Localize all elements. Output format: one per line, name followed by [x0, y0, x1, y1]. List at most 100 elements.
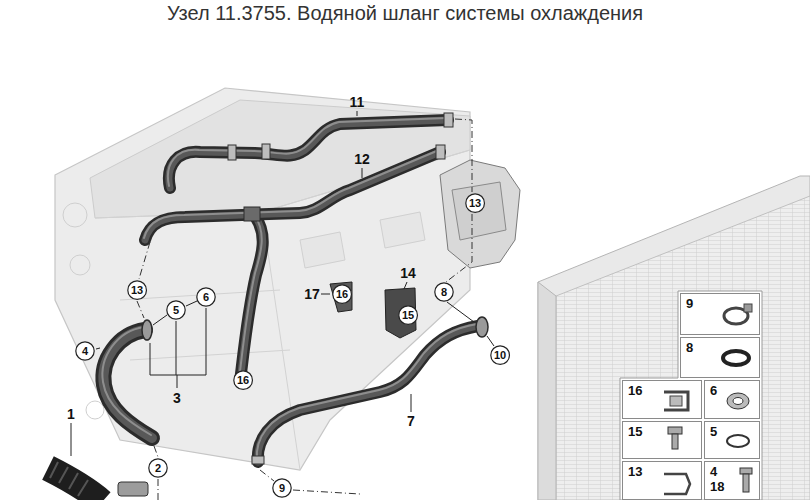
callout-number: 15	[402, 309, 414, 321]
callout-number: 4	[710, 464, 717, 479]
illustration-part	[447, 302, 474, 322]
callout-number: 3	[173, 390, 181, 406]
parts-table	[620, 291, 762, 500]
illustration-part	[668, 427, 682, 434]
callout-number: 11	[350, 94, 365, 110]
illustration-part	[103, 330, 152, 438]
illustration-part	[145, 152, 440, 240]
callout-number: 16	[628, 383, 642, 398]
part-table-cell: 418	[704, 461, 760, 500]
illustration-part	[664, 392, 688, 410]
illustration-part	[362, 168, 363, 178]
callout-circle: 6	[196, 287, 216, 307]
illustration-part	[672, 434, 678, 449]
callout-circle: 16	[332, 284, 352, 304]
illustration-part	[145, 152, 440, 240]
illustration-part	[139, 242, 150, 279]
callout-number: 9	[686, 296, 693, 311]
illustration-part	[538, 176, 810, 500]
illustration-part	[239, 214, 262, 380]
illustration-part	[293, 490, 360, 494]
part-table-cell: 5	[704, 421, 760, 459]
illustration-part	[50, 462, 88, 496]
illustration-part	[154, 446, 158, 457]
callout-number: 14	[400, 265, 416, 281]
brackets	[330, 282, 416, 338]
radiator	[538, 176, 810, 500]
illustration-part	[186, 301, 197, 306]
illustration-part	[740, 468, 752, 474]
illustration-part	[446, 214, 472, 282]
illustration-part	[244, 207, 260, 221]
illustration-part	[556, 196, 810, 500]
engine-block	[55, 88, 470, 470]
callout-ring	[234, 371, 253, 390]
illustration-part	[727, 393, 749, 409]
callout-number: 13	[469, 197, 481, 209]
callout-number: 13	[628, 464, 642, 479]
illustration-part	[436, 145, 445, 159]
illustration-part	[743, 474, 749, 492]
callout-circle: 5	[166, 300, 186, 320]
callout-number: 17	[304, 286, 320, 302]
diagram-title: Узел 11.3755. Водяной шланг системы охла…	[0, 2, 810, 25]
illustration-part	[411, 394, 412, 412]
callout-number: 18	[710, 479, 724, 494]
illustration-part	[404, 282, 407, 289]
illustration-part	[169, 120, 448, 188]
callout-number: 6	[203, 291, 209, 303]
illustration-part	[733, 398, 743, 405]
illustration-part	[744, 304, 752, 312]
hoses	[48, 113, 488, 500]
callout-circle: 2	[148, 458, 168, 478]
illustration-part	[86, 401, 104, 419]
illustration-part	[476, 317, 488, 337]
illustration-part	[444, 113, 453, 127]
illustration-part	[455, 119, 472, 192]
callout-number: 16	[237, 374, 249, 386]
callout-ring	[273, 479, 291, 497]
callout-ring	[197, 288, 215, 306]
illustration-part	[158, 479, 159, 500]
illustration-part	[103, 330, 152, 438]
illustration-part	[727, 435, 749, 447]
thermostat-housing	[440, 160, 520, 268]
illustration-part	[142, 320, 152, 340]
callout-ring	[435, 283, 453, 301]
illustration-part	[440, 160, 520, 268]
illustration-part	[63, 203, 87, 227]
illustration-part	[71, 423, 72, 456]
callout-number: 13	[131, 284, 143, 296]
illustration-part	[670, 396, 682, 406]
illustration-part	[258, 326, 478, 462]
illustration-part	[96, 348, 100, 349]
callout-circle: 16	[233, 370, 253, 390]
illustration-part	[330, 282, 352, 312]
callout-number: 15	[628, 424, 642, 439]
callout-number: 1	[67, 406, 75, 422]
illustration-part	[620, 291, 762, 500]
illustration-part	[240, 216, 263, 382]
callout-circle: 15	[398, 305, 418, 325]
callout-circle: 9	[272, 478, 292, 498]
illustration-part	[55, 88, 470, 470]
illustration-part	[48, 468, 102, 500]
callout-number: 5	[710, 424, 717, 439]
callout-number: 9	[279, 482, 285, 494]
illustration-part	[252, 456, 264, 464]
part-table-cell: 9	[680, 293, 760, 335]
illustration-part	[153, 315, 167, 325]
callout-ring	[399, 306, 418, 325]
callout-number: 7	[407, 413, 415, 429]
callout-ring	[149, 459, 167, 477]
illustration-part	[257, 324, 477, 460]
callout-ring	[128, 281, 147, 300]
illustration-part	[168, 118, 447, 186]
callout-number: 2	[155, 462, 161, 474]
illustration-part	[258, 326, 478, 462]
illustration-part	[723, 351, 749, 365]
part-table-cell: 6	[704, 380, 760, 419]
illustration-part	[357, 111, 358, 116]
